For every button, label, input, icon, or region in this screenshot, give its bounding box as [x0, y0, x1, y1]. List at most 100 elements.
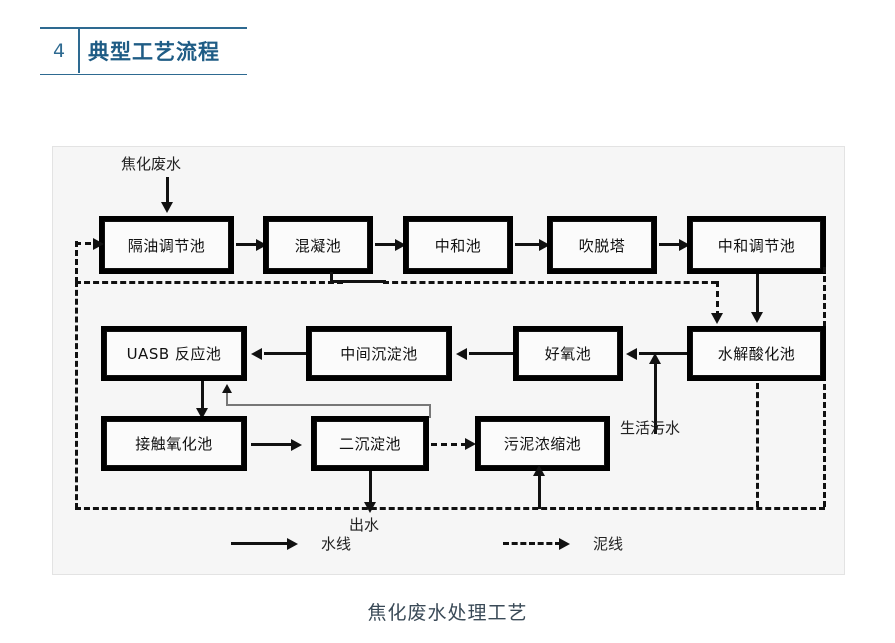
legend-label-sludge-line: 泥线 [593, 534, 624, 553]
node-box-11[interactable]: 二沉淀池 [311, 416, 429, 471]
recycle-arrow-up [222, 384, 232, 393]
flow-arrow-1-2 [256, 239, 267, 251]
node-box-2[interactable]: 混凝池 [263, 216, 373, 274]
legend-label-water-line: 水线 [321, 534, 352, 553]
node-inner-12: 污泥浓缩池 [480, 421, 605, 466]
legend-swatch-dash-dot [503, 537, 575, 550]
flow-line-2-3 [375, 243, 397, 246]
sludge-line-to-node6 [716, 281, 719, 317]
input-label-domestic-sewage: 生活污水 [620, 419, 681, 437]
flow-line-4-5 [659, 243, 681, 246]
node-label-6: 水解酸化池 [717, 345, 796, 363]
figure-caption: 焦化废水处理工艺 [367, 602, 528, 624]
flow-line-1-2 [236, 243, 258, 246]
flow-line-8-9 [264, 352, 306, 355]
recycle-line-horizontal [226, 404, 431, 406]
section-header: 4 典型工艺流程 [40, 27, 247, 75]
node-inner-2: 混凝池 [268, 221, 368, 269]
node-label-3: 中和池 [434, 236, 482, 255]
sludge-line-left-horizontal [75, 281, 343, 284]
sludge-arrow-into-node1 [93, 238, 104, 250]
page-title: 典型工艺流程 [88, 40, 220, 64]
flow-arrow-7-8 [456, 348, 467, 360]
node-box-12[interactable]: 污泥浓缩池 [475, 416, 610, 471]
flow-arrow-4-5 [679, 239, 690, 251]
sludge-arrow-11-12 [465, 438, 476, 450]
header-rule-top [40, 27, 247, 29]
node-inner-1: 隔油调节池 [104, 221, 229, 269]
diagram-legend: 水线 泥线 [53, 530, 844, 556]
legend-item-sludge-line: 泥线 [503, 530, 623, 556]
sludge-arrow-to-node6 [711, 313, 723, 324]
sludge-line-row1-horizontal [383, 281, 717, 284]
node-inner-8: 中间沉淀池 [311, 331, 447, 376]
node-box-4[interactable]: 吹脱塔 [547, 216, 657, 274]
node-box-3[interactable]: 中和池 [403, 216, 513, 274]
node-label-5: 中和调节池 [717, 236, 796, 255]
output-label-effluent: 出水 [349, 516, 380, 534]
recycle-line-vertical-left [226, 392, 228, 406]
sludge-line-11-12 [431, 443, 467, 446]
flow-line-6-7 [639, 352, 687, 355]
input-label-coking-wastewater: 焦化废水 [121, 155, 182, 173]
sludge-line-into-node1 [75, 242, 101, 245]
node-label-12: 污泥浓缩池 [503, 435, 582, 453]
header-rule-bottom [40, 73, 247, 75]
node-label-8: 中间沉淀池 [340, 345, 418, 363]
node-label-7: 好氧池 [544, 345, 592, 363]
node-inner-9: UASB 反应池 [106, 331, 242, 376]
flow-line-3-4 [515, 243, 541, 246]
node-box-10[interactable]: 接触氧化池 [101, 416, 247, 471]
flow-line-9-10 [201, 381, 204, 411]
sludge-line-to-node12 [538, 473, 541, 509]
node-inner-4: 吹脱塔 [552, 221, 652, 269]
flow-arrow-10-11 [291, 439, 302, 451]
section-number: 4 [52, 40, 66, 62]
sludge-line-left-vertical [75, 241, 78, 283]
sludge-line-left-riser [75, 281, 78, 509]
flow-line-5-6 [756, 274, 759, 314]
header-divider [78, 29, 80, 73]
flow-arrow-3-4 [539, 239, 550, 251]
feed-arrow-domestic-sewage [649, 353, 661, 364]
flow-arrow-6-7 [626, 348, 637, 360]
sludge-line-bottom-horizontal [75, 507, 825, 510]
node-box-6[interactable]: 水解酸化池 [687, 326, 826, 381]
legend-swatch-solid [231, 537, 303, 550]
node-label-4: 吹脱塔 [578, 236, 626, 255]
node-label-9: UASB 反应池 [126, 345, 222, 363]
flow-line-10-11 [251, 443, 293, 446]
node-inner-10: 接触氧化池 [106, 421, 242, 466]
feed-line-domestic-sewage [654, 362, 657, 434]
node-box-1[interactable]: 隔油调节池 [99, 216, 234, 274]
sludge-stub-node2-h [330, 280, 386, 283]
node-label-1: 隔油调节池 [127, 236, 206, 255]
sludge-line-from-node6 [756, 383, 759, 507]
node-box-9[interactable]: UASB 反应池 [101, 326, 247, 381]
flow-line-7-8 [469, 352, 513, 355]
node-inner-5: 中和调节池 [692, 221, 821, 269]
node-box-5[interactable]: 中和调节池 [687, 216, 826, 274]
flow-arrow-9-10 [196, 408, 208, 419]
node-label-2: 混凝池 [294, 236, 342, 255]
process-flow-diagram: 焦化废水 隔油调节池 混凝池 中和池 吹脱塔 中和调节池 [52, 146, 845, 575]
sludge-stub-node2 [330, 272, 333, 283]
legend-item-water-line: 水线 [231, 530, 351, 556]
recycle-line-vertical-right [429, 404, 431, 418]
node-box-7[interactable]: 好氧池 [513, 326, 623, 381]
node-box-8[interactable]: 中间沉淀池 [306, 326, 452, 381]
node-inner-3: 中和池 [408, 221, 508, 269]
node-inner-7: 好氧池 [518, 331, 618, 376]
effluent-line [369, 471, 372, 509]
input-line-coking [166, 177, 169, 204]
node-inner-6: 水解酸化池 [692, 331, 821, 376]
flow-arrow-2-3 [395, 239, 406, 251]
input-arrow-coking [161, 202, 173, 213]
node-label-11: 二沉淀池 [338, 435, 401, 453]
sludge-arrow-to-node12 [533, 465, 545, 476]
flow-arrow-8-9 [251, 348, 262, 360]
flow-arrow-5-6 [751, 312, 763, 323]
sludge-line-right-vertical [823, 267, 826, 507]
node-inner-11: 二沉淀池 [316, 421, 424, 466]
node-label-10: 接触氧化池 [135, 435, 213, 453]
